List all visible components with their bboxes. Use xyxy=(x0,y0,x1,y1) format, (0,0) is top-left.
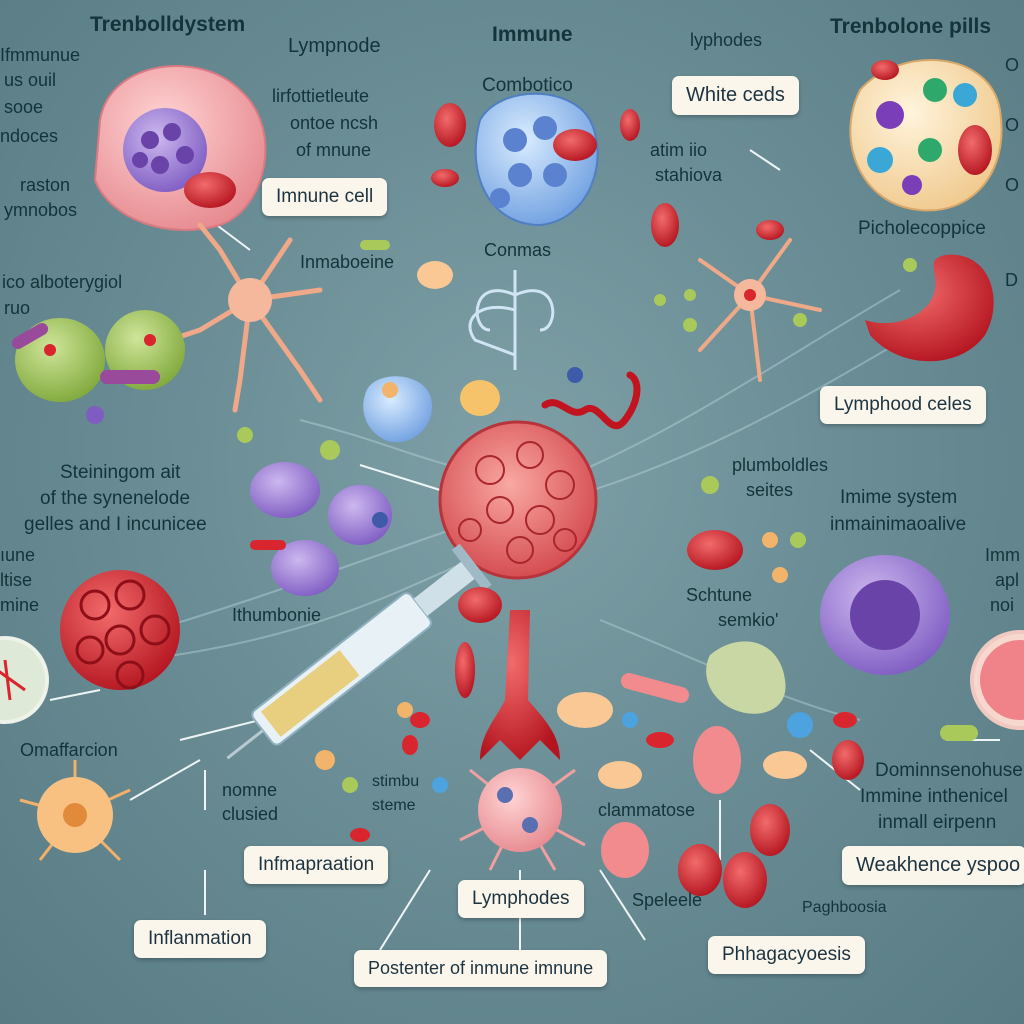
white-ceds-box: White ceds xyxy=(672,76,799,115)
left-top-label-1: Ifmmunue xyxy=(0,45,81,65)
red-vessel xyxy=(480,610,560,760)
imme-system-label: Imime system xyxy=(840,487,958,508)
central-cell xyxy=(438,420,598,580)
blue-immune-cell xyxy=(474,92,599,227)
small-particles xyxy=(86,240,978,793)
phhagacy-box: Phhagacyoesis xyxy=(708,936,865,974)
left-edge-label-3: mine xyxy=(0,595,40,615)
stein-label-3: gelles and I incunicee xyxy=(24,514,207,535)
domin-label-2: Immine inthenicel xyxy=(860,786,1008,807)
blue-small-cell xyxy=(363,376,432,443)
red-organ xyxy=(865,254,994,362)
nomne-label-1: nomne xyxy=(222,780,278,800)
nomne-label-2: clusied xyxy=(222,804,279,824)
schtune-label-1: Schtune xyxy=(686,585,753,605)
schtune-label-2: semkio' xyxy=(718,610,779,630)
title-left: Trenbolldystem xyxy=(90,13,246,36)
red-tangle xyxy=(541,371,641,430)
caduceus-symbol xyxy=(468,270,555,370)
lymphodes-box: Lymphodes xyxy=(458,880,584,918)
pagh-label: Paghboosia xyxy=(802,899,887,916)
combo-label: Combotico xyxy=(482,75,573,96)
plumb-label-1: plumboldles xyxy=(732,455,829,475)
weakhence-box: Weakhence yspoo xyxy=(842,846,1024,885)
green-blob xyxy=(706,641,786,714)
atim-label-2: stahiova xyxy=(655,165,723,185)
center-desc-1: lirfottietleute xyxy=(272,86,370,106)
inflammation-box: Inflanmation xyxy=(134,920,266,958)
conmas-label: Conmas xyxy=(484,240,552,260)
right-edge-top-label-4: D xyxy=(1005,270,1018,290)
stein-label-1: Steiningom ait xyxy=(60,462,181,483)
right-edge-label-2: apl xyxy=(995,570,1020,590)
omalf-label: Omaffarcion xyxy=(20,740,118,760)
green-cells xyxy=(11,310,185,402)
left-top-label-3: sooe xyxy=(4,97,44,117)
immune-cell-box: Imnune cell xyxy=(262,178,388,216)
picho-label: Picholecoppice xyxy=(858,218,986,239)
center-desc-2: ontoe ncsh xyxy=(290,113,379,133)
petri-dish xyxy=(0,636,49,724)
red-blood-cells xyxy=(350,103,864,908)
right-edge-top-label-1: O xyxy=(1005,55,1020,75)
left-top-label-4: ndoces xyxy=(0,126,59,146)
left-top-label-2: us ouil xyxy=(4,70,57,90)
purple-cells xyxy=(250,462,392,596)
right-edge-top-label-3: O xyxy=(1005,175,1020,195)
right-dendritic-cell xyxy=(698,238,822,382)
plumb-label-2: seites xyxy=(746,480,794,500)
title-right: Trenbolone pills xyxy=(830,15,992,38)
inmain-label: inmainimaoalive xyxy=(830,514,967,535)
spele-label: Speleele xyxy=(632,890,703,910)
domin-label-3: inmall eirpenn xyxy=(878,812,997,833)
red-cell-cluster xyxy=(60,570,180,690)
left-mid-label-2: ymnobos xyxy=(4,200,78,220)
title-center: Immune xyxy=(492,23,573,46)
infmap-box: Infmapraation xyxy=(244,846,389,884)
lymphood-box: Lymphood celes xyxy=(820,386,986,424)
left-albo-label-2: ruo xyxy=(4,298,31,318)
stimb-label-1: stimbu xyxy=(372,773,420,790)
right-edge-top-label-2: O xyxy=(1005,115,1020,135)
inmab-label: Inmaboeine xyxy=(300,252,395,272)
center-desc-3: of mnune xyxy=(296,140,372,160)
orange-spiky-cell xyxy=(19,760,131,862)
dendritic-cell xyxy=(167,222,323,413)
left-edge-label-2: ltise xyxy=(0,570,33,590)
stein-label-2: of the synenelode xyxy=(40,488,191,509)
lymph-top-label: Lympnode xyxy=(288,35,381,57)
left-albo-label: ico alboterygiol xyxy=(2,272,123,292)
right-edge-label-1: Imm xyxy=(985,545,1020,565)
postenter-box: Postenter of inmune imnune xyxy=(354,950,608,987)
atim-label-1: atim iio xyxy=(650,140,708,160)
lymph-top-right-label: lyphodes xyxy=(690,30,763,50)
pill-cell xyxy=(849,59,1003,212)
macrophage-cell xyxy=(93,65,267,231)
stimb-label-2: steme xyxy=(372,797,416,814)
clamma-label: clammatose xyxy=(598,800,696,820)
syringe-icon xyxy=(226,543,492,760)
left-mid-label-1: raston xyxy=(20,175,71,195)
ithum-label: Ithumbonie xyxy=(232,605,322,625)
spiky-cell xyxy=(459,768,586,871)
left-edge-label-1: ıune xyxy=(0,545,36,565)
right-edge-label-3: noi xyxy=(990,595,1015,615)
tissue-slice xyxy=(970,630,1024,730)
domin-label-1: Dominnsenohuse xyxy=(875,760,1023,781)
purple-cell-right xyxy=(820,555,950,675)
